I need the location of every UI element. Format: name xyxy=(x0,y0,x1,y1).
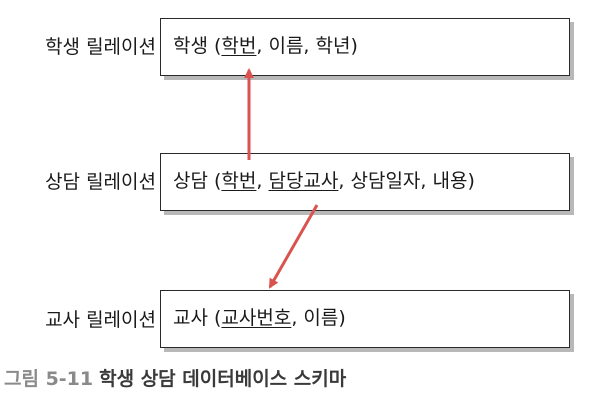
student-open-paren: ( xyxy=(207,35,222,57)
teacher-attributes: , 이름) xyxy=(291,307,346,329)
counsel-relation-name: 상담 xyxy=(173,170,208,192)
student-relation-name: 학생 xyxy=(173,35,208,57)
figure-number: 그림 5-11 xyxy=(4,368,94,390)
counsel-foreign-key-student: 학번 xyxy=(221,170,257,192)
student-relation-schema: 학생 (학번, 이름, 학년) xyxy=(173,19,358,73)
student-relation-box: 학생 (학번, 이름, 학년) xyxy=(160,18,570,76)
counsel-relation-label: 상담 릴레이션 xyxy=(45,171,156,193)
teacher-relation-name: 교사 xyxy=(173,307,208,329)
teacher-relation-box: 교사 (교사번호, 이름) xyxy=(160,290,570,348)
counsel-attributes: , 상담일자, 내용) xyxy=(338,170,475,192)
student-primary-key: 학번 xyxy=(221,35,257,57)
student-attributes: , 이름, 학년) xyxy=(256,35,358,57)
teacher-primary-key: 교사번호 xyxy=(221,307,292,329)
counsel-relation-box: 상담 (학번, 담당교사, 상담일자, 내용) xyxy=(160,153,570,211)
teacher-open-paren: ( xyxy=(207,307,222,329)
counsel-open-paren: ( xyxy=(207,170,222,192)
student-relation-label: 학생 릴레이션 xyxy=(45,36,156,58)
counsel-separator: , xyxy=(256,170,269,192)
teacher-relation-label: 교사 릴레이션 xyxy=(45,309,156,331)
counsel-relation-schema: 상담 (학번, 담당교사, 상담일자, 내용) xyxy=(173,154,475,208)
counsel-foreign-key-teacher: 담당교사 xyxy=(268,170,339,192)
teacher-relation-schema: 교사 (교사번호, 이름) xyxy=(173,291,346,345)
foreign-key-arrow-to-teacher xyxy=(268,204,319,289)
figure-title: 학생 상담 데이터베이스 스키마 xyxy=(99,368,347,390)
